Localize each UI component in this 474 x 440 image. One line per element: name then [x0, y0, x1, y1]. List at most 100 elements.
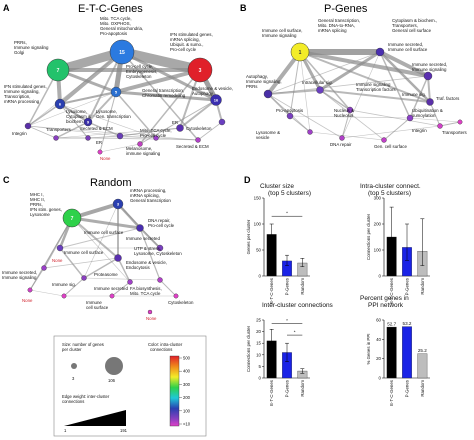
- lbl-a: ER: [96, 140, 102, 145]
- panel-a-labels: PRRs, Immune signaling Golgi Mito. TCA c…: [4, 16, 233, 161]
- node-c-3-label: 3: [117, 202, 120, 207]
- chart-title-line2: (top 5 clusters): [268, 190, 311, 197]
- colorbar-tick-label: 200: [183, 395, 191, 400]
- lbl-c: Lysosome: [30, 212, 50, 217]
- lbl-a: Chromatin remodeling: [142, 93, 186, 98]
- x-tick-label: P-Genes: [405, 379, 410, 397]
- legend-box: [53, 335, 207, 437]
- node-a-6-label: 6: [59, 102, 62, 107]
- lbl-c: MHC I,: [30, 192, 44, 197]
- lbl-c-none: None: [52, 258, 63, 263]
- sig-star: *: [286, 211, 288, 216]
- legend-size-min: 3: [72, 376, 75, 381]
- lbl-a: Integrin: [12, 131, 27, 136]
- lbl-c: Immune cell surface: [84, 230, 124, 235]
- node-a-small: [53, 135, 59, 141]
- lbl-c: Endocytosis: [126, 265, 150, 270]
- node-b: [381, 137, 387, 143]
- y-axis-label: Genes per cluster: [246, 219, 251, 254]
- lbl-c-none: None: [146, 316, 157, 321]
- lbl-a: Mito. TCA cycle,: [100, 16, 132, 21]
- panel-b-edges: [266, 49, 461, 141]
- bar-chart: Intra-cluster connect.(top 5 clusters)01…: [360, 183, 430, 304]
- lbl-b: Immune signaling: [412, 67, 447, 72]
- lbl-c: Pro-cell cycle: [148, 223, 175, 228]
- lbl-c: cell surface: [86, 305, 109, 310]
- node-c: [41, 265, 47, 271]
- node-a-7-label: 7: [57, 68, 60, 74]
- y-tick-label: 15: [256, 341, 261, 346]
- panel-a-title: E-T-C-Genes: [78, 3, 143, 15]
- legend-size-title-2: per cluster: [62, 347, 82, 352]
- x-tick-label: Random: [420, 278, 425, 295]
- y-tick-label: 40: [376, 337, 381, 342]
- lbl-b: Pro-apoptosis: [276, 108, 304, 113]
- node-c-7-label: 7: [71, 216, 74, 222]
- node-a-small: [153, 135, 159, 141]
- y-tick-label: 100: [374, 248, 382, 253]
- node-a-15-label: 15: [119, 50, 125, 56]
- lbl-b: Immune signaling: [356, 82, 391, 87]
- node-b: [406, 114, 414, 122]
- lbl-c-none: None: [22, 298, 33, 303]
- lbl-b: Transporters,: [392, 23, 418, 28]
- x-tick-label: Random: [420, 380, 425, 397]
- y-tick-label: 300: [374, 196, 382, 201]
- y-tick-label: 0: [259, 376, 262, 381]
- lbl-c: Immune secreted: [94, 286, 128, 291]
- lbl-b: Intracellular sig.: [302, 80, 333, 85]
- lbl-c: mRNA splicing,: [130, 193, 160, 198]
- lbl-b: Mito. DNA-to-RNA,: [318, 23, 355, 28]
- lbl-b: Traf. factors: [436, 96, 460, 101]
- sig-star: *: [294, 330, 296, 335]
- node-b: [316, 86, 324, 94]
- legend-colorbar: [169, 355, 180, 427]
- lbl-c: Immune signaling: [2, 275, 37, 280]
- lbl-a: General mitochondria,: [100, 26, 143, 31]
- legend-edge-wedge: [64, 410, 126, 426]
- node-c: [173, 293, 179, 299]
- node-a-16: [210, 94, 222, 106]
- lbl-a: Ubiquit. & sumo.,: [170, 42, 203, 47]
- bar: [417, 353, 428, 379]
- lbl-c: Immune cell surface: [64, 250, 104, 255]
- lbl-a: IFN stimulated genes,: [170, 32, 213, 37]
- node-a-16-label: 16: [214, 98, 219, 103]
- node-c: [127, 279, 133, 285]
- lbl-b: Immune sig.: [402, 92, 426, 97]
- x-tick-label: P-Genes: [405, 277, 410, 295]
- panel-c-letter: C: [3, 175, 10, 185]
- lbl-b: Lysosome &: [256, 130, 280, 135]
- lbl-a: Immune signaling,: [4, 89, 40, 94]
- bar-value-label: 25.2: [418, 348, 427, 353]
- y-tick-label: 50: [256, 248, 261, 253]
- x-tick-label: Random: [300, 278, 305, 295]
- lbl-a: Pro-apoptosis: [100, 31, 128, 36]
- y-tick-label: 100: [254, 222, 262, 227]
- lbl-a: PRRs,: [14, 40, 27, 45]
- lbl-c: PRRs,: [30, 202, 43, 207]
- x-tick-label: Random: [300, 380, 305, 397]
- panel-a-nodes: 7 15 3 6 5 16 9: [24, 39, 226, 155]
- lbl-a: Mito. TCA cycle,: [140, 128, 172, 133]
- y-tick-label: 25: [256, 318, 261, 323]
- node-b: [426, 98, 434, 106]
- lbl-a: mRNA processing: [4, 99, 40, 104]
- node-b-1-label: 1: [299, 50, 302, 56]
- lbl-c: Proteasome: [94, 272, 118, 277]
- lbl-a: Embryogenesis,: [126, 69, 157, 74]
- bar-value-label: 52.7: [387, 322, 396, 327]
- legend-edge-min: 1: [64, 428, 67, 433]
- y-tick-label: 60: [376, 318, 381, 323]
- lbl-b: Autophagy,: [246, 74, 268, 79]
- panel-b: B P-Genes: [240, 3, 468, 149]
- node-a-small: [137, 141, 143, 147]
- lbl-a: Transcription,: [4, 94, 30, 99]
- node-c: [156, 244, 164, 252]
- lbl-a: Pro-cell cycle,: [126, 64, 153, 69]
- node-a-7: [46, 58, 70, 82]
- legend-color-title: Color: intra-cluster: [148, 342, 183, 347]
- node-c: [147, 309, 153, 315]
- panel-c-title: Random: [90, 177, 132, 189]
